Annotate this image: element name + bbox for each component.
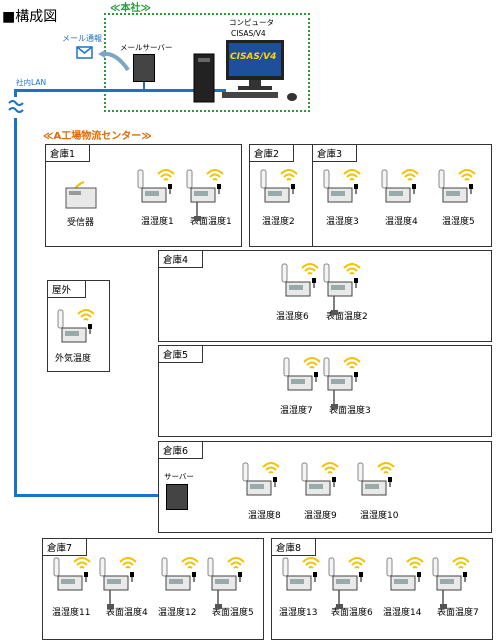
mail-server-label: メールサーバー [120, 43, 173, 52]
server-label: サーバー [164, 472, 194, 481]
room-7-sensor-2-icon [99, 557, 137, 609]
room-6-sensor-1-icon [242, 462, 280, 496]
room-5-name: 倉庫5 [159, 346, 204, 363]
room-6-sensor-1-label: 温湿度8 [248, 511, 281, 521]
room-7-sensor-3-icon [161, 557, 199, 591]
room-7-name: 倉庫7 [43, 539, 88, 556]
room-8-sensor-4-icon [432, 557, 470, 609]
room-8-sensor-4-label: 表面温度7 [437, 608, 479, 618]
mail-server-icon [133, 54, 155, 82]
room-6-sensor-2-icon [301, 462, 339, 496]
room-8-sensor-2-icon [328, 557, 366, 609]
room-6-sensor-3-label: 温湿度10 [360, 511, 399, 521]
hq-label: ≪本社≫ [110, 3, 151, 14]
mail-arrow-icon [98, 50, 130, 72]
room-8-sensor-2-label: 表面温度6 [331, 608, 373, 618]
computer-label: コンピュータ [229, 18, 274, 27]
room-8-name: 倉庫8 [272, 539, 317, 556]
lan-line-top [14, 89, 226, 92]
room-5-sensor-2-label: 表面温度3 [329, 406, 371, 416]
room-6-sensor-3-icon [357, 462, 395, 496]
room-1-sensor-1-icon [137, 169, 175, 203]
receiver-icon [65, 181, 97, 209]
room-4-sensor-2-label: 表面温度2 [326, 312, 368, 322]
room-6-sensor-2-label: 温湿度9 [304, 511, 337, 521]
room-3-sensor-1-icon [323, 169, 361, 203]
room-7-sensor-3-label: 温湿度12 [158, 608, 197, 618]
room-1-sensor-2-icon [186, 169, 224, 221]
center-label: ≪A工場物流センター≫ [43, 131, 152, 142]
room-7-sensor-4-icon [207, 557, 245, 609]
room-1-name: 倉庫1 [46, 145, 91, 162]
room-4-sensor-2-icon [323, 263, 361, 315]
lan-line-mailserver [143, 80, 145, 91]
room-7-sensor-4-label: 表面温度5 [212, 608, 254, 618]
room-5-sensor-1-icon [283, 357, 321, 391]
room-1-sensor-1-label: 温湿度1 [141, 217, 174, 227]
outdoor-sensor-label: 外気温度 [55, 354, 92, 364]
computer-model-label: CISAS/V4 [231, 29, 266, 38]
lan-line-vertical [14, 118, 17, 497]
room-7-sensor-1-icon [53, 557, 91, 591]
lan-line-stub [14, 89, 17, 97]
room-3-sensor-2-icon [381, 169, 419, 203]
room-7-sensor-1-label: 温湿度11 [52, 608, 91, 618]
room-7-sensor-2-label: 表面温度4 [106, 608, 148, 618]
room-4-sensor-1-label: 温湿度6 [276, 312, 309, 322]
room-8-sensor-1-icon [282, 557, 320, 591]
room-8-sensor-3-icon [386, 557, 424, 591]
room-6-name: 倉庫6 [159, 442, 204, 459]
lan-label: 社内LAN [16, 78, 47, 87]
room-3-sensor-3-label: 温湿度5 [442, 217, 475, 227]
room-1-sensor-2-label: 表面温度1 [190, 217, 232, 227]
mail-envelope-icon [76, 46, 93, 59]
mail-notice-label: メール通報 [62, 34, 102, 43]
room-2-name: 倉庫2 [250, 145, 295, 162]
outdoor-sensor-icon [57, 309, 95, 343]
room-3-name: 倉庫3 [313, 145, 358, 162]
room-5-sensor-1-label: 温湿度7 [280, 406, 313, 416]
lan-break-icon [8, 100, 24, 113]
room-3-sensor-3-icon [438, 169, 476, 203]
computer-screen-text: CISAS/V4 [230, 52, 277, 62]
room-4-sensor-1-icon [281, 263, 319, 297]
lan-line-to-server [14, 494, 166, 497]
receiver-label: 受信器 [67, 218, 95, 228]
page-title: ■構成図 [2, 9, 58, 25]
room-2-sensor-1-icon [260, 169, 298, 203]
room-8-sensor-1-label: 温湿度13 [279, 608, 318, 618]
room-4-name: 倉庫4 [159, 251, 204, 268]
room-5-sensor-2-icon [323, 357, 361, 409]
room-3-sensor-1-label: 温湿度3 [326, 217, 359, 227]
room-outdoor-name: 屋外 [48, 281, 87, 298]
server-icon [166, 484, 188, 510]
room-2-sensor-1-label: 温湿度2 [262, 217, 295, 227]
room-8-sensor-3-label: 温湿度14 [383, 608, 422, 618]
room-3-sensor-2-label: 温湿度4 [385, 217, 418, 227]
computer-icon [193, 40, 297, 103]
hq-boundary [104, 13, 310, 112]
